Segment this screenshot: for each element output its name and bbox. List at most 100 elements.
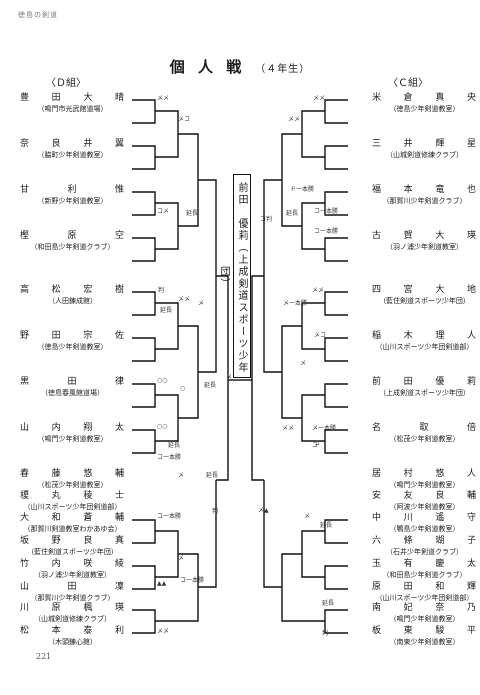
left-entry: 春藤悠輔 （松茂少年剣道教室）: [20, 468, 125, 490]
player-name: 川原楓瑛: [20, 603, 125, 613]
club-name: （新野少年剣道教室）: [37, 197, 108, 205]
result-mark: 判: [322, 630, 329, 637]
result-mark: ド一本勝: [290, 186, 315, 193]
right-entry: 米倉真央（徳島少年剣道教室）: [372, 92, 477, 114]
player-name: 前田優莉: [372, 377, 477, 387]
club-name: （鴨島少年剣道教室）: [389, 525, 460, 533]
club-name: （山城剣道修練クラブ）: [386, 151, 463, 159]
club-name: （南東少年剣道教室）: [389, 638, 460, 646]
player-name: 米倉真央: [372, 93, 477, 103]
left-entry: 川原楓瑛 （山城剣道修練クラブ）: [20, 602, 125, 624]
club-name: （徳島少年剣道教室）: [37, 343, 108, 351]
result-mark: 延長: [320, 522, 333, 529]
club-name: （鳴門少年剣道教室）: [389, 481, 460, 489]
result-mark: 延長: [160, 307, 173, 314]
club-name: （阿波少年剣道教室）: [389, 503, 460, 511]
right-entry: 六條瑚子 （石井少年剣道クラブ）: [372, 535, 477, 557]
result-mark: メメ: [157, 628, 170, 635]
result-mark: ○○: [157, 423, 168, 430]
club-name: （山川スポーツ少年団剣道部）: [375, 594, 474, 602]
result-mark: メメ: [178, 296, 191, 303]
left-entry: 榎丸稜士 （山川スポーツ少年団剣道部）: [20, 490, 125, 512]
result-mark: ○○: [157, 377, 168, 384]
player-name: 六條瑚子: [372, 536, 477, 546]
result-mark: コ一本勝: [314, 208, 339, 215]
player-name: 中川遙守: [372, 513, 477, 523]
club-name: （那賀川少年剣道クラブ）: [382, 197, 467, 205]
player-name: 四宮大地: [372, 285, 477, 295]
club-name: （徳島春風館道場）: [41, 389, 104, 397]
player-name: 豊田大晴: [20, 93, 125, 103]
player-name: 稲木理人: [372, 331, 477, 341]
result-mark: 判: [212, 508, 219, 515]
player-name: 玉有慶太: [372, 559, 477, 569]
result-mark: メメ: [288, 116, 301, 123]
result-mark: コ: [314, 440, 321, 447]
club-name: （石井少年剣道クラブ）: [386, 548, 463, 556]
player-name: 甘利惟: [20, 185, 125, 195]
player-name: 黒田律: [20, 377, 125, 387]
result-mark: 判: [158, 287, 165, 294]
club-name: （山川スポーツ少年団剣道部）: [23, 503, 122, 511]
player-name: 山内翔太: [20, 423, 125, 433]
left-entry: 山内翔太（鳴門少年剣道教室）: [20, 422, 125, 444]
player-name: 原田和輝: [372, 582, 477, 592]
right-entry: 福本竜也 （那賀川少年剣道クラブ）: [372, 184, 477, 206]
result-mark: メ一本勝: [283, 300, 308, 307]
right-entry: 安友良輔 （阿波少年剣道教室）: [372, 490, 477, 512]
right-entry: 名取倍（松茂少年剣道教室）: [372, 422, 477, 444]
result-mark: コ: [312, 442, 319, 449]
result-mark: メメ: [282, 425, 295, 432]
result-mark: ○: [180, 385, 186, 392]
result-mark: メコ: [178, 116, 191, 123]
result-mark: 延長: [204, 382, 217, 389]
right-entry: 居村悠人 （鳴門少年剣道教室）: [372, 468, 477, 490]
player-name: 福本竜也: [372, 185, 477, 195]
left-entry: 豊田大晴 （鳴門市光武館道場）: [20, 92, 125, 114]
player-name: 榎丸稜士: [20, 491, 125, 501]
player-name: 竹内咲綾: [20, 559, 125, 569]
club-name: （脇町少年剣道教室）: [37, 151, 108, 159]
result-mark: メ: [178, 555, 185, 562]
left-entry: 大和蒼輔（那賀川剣道教室わかあゆ会）: [20, 512, 125, 534]
player-name: 安友良輔: [372, 491, 477, 501]
result-mark: メメ: [157, 95, 170, 102]
club-name: （山城剣道修練クラブ）: [34, 615, 111, 623]
player-name: 居村悠人: [372, 469, 477, 479]
club-name: （木頭錬心館）: [48, 638, 97, 646]
result-mark: コ一本勝: [314, 228, 339, 235]
right-entry: 玉有慶太 （和田島少年剣道クラブ）: [372, 558, 477, 580]
page-number: 221: [36, 652, 52, 661]
left-entry: 坂野良真（藍住剣道スポーツ少年団）: [20, 535, 125, 557]
left-entry: 奈良井翼 （脇町少年剣道教室）: [20, 138, 125, 160]
result-mark: メコ: [314, 332, 327, 339]
left-entry: 高松宏樹（人田錬成館）: [20, 284, 125, 306]
result-mark: メ: [198, 300, 205, 307]
result-mark: 延長: [322, 600, 335, 607]
right-group-label: 〈Ｃ組〉: [388, 78, 428, 89]
player-name: 古賀大瑛: [372, 231, 477, 241]
winner-name: 前田 優莉（上成剣道スポーツ少年団）: [218, 174, 251, 378]
left-entry: 黒田律 （徳島春風館道場）: [20, 376, 125, 398]
left-entry: 山田凜（那賀川少年剣道クラブ）: [20, 581, 125, 603]
result-mark: メ: [300, 360, 307, 367]
left-group-label: 〈Ｄ組〉: [46, 78, 86, 89]
club-name: （松茂少年剣道教室）: [37, 481, 108, 489]
right-entry: 稲木理人（山川スポーツ少年団剣道部）: [372, 330, 477, 352]
player-name: 奈良井翼: [20, 139, 125, 149]
book-header: 徳島の剣道: [18, 11, 58, 19]
club-name: （和田島少年剣道クラブ）: [30, 243, 115, 251]
result-mark: コ一本勝: [180, 577, 205, 584]
player-name: 春藤悠輔: [20, 469, 125, 479]
result-mark: メ▲: [258, 507, 269, 514]
result-mark: メ: [226, 374, 233, 381]
player-name: 板東駿平: [372, 626, 477, 636]
left-entry: 樫原空（和田島少年剣道クラブ）: [20, 230, 125, 252]
club-name: （那賀川少年剣道クラブ）: [30, 594, 115, 602]
left-entry: 野田宗佐（徳島少年剣道教室）: [20, 330, 125, 352]
club-name: （鳴門市光武館道場）: [37, 105, 108, 113]
club-name: （和田島少年剣道クラブ）: [382, 571, 467, 579]
result-mark: 延長: [286, 210, 299, 217]
club-name: （那賀川剣道教室わかあゆ会）: [23, 525, 122, 533]
right-entry: 前田優莉（上成剣道スポーツ少年団）: [372, 376, 477, 398]
